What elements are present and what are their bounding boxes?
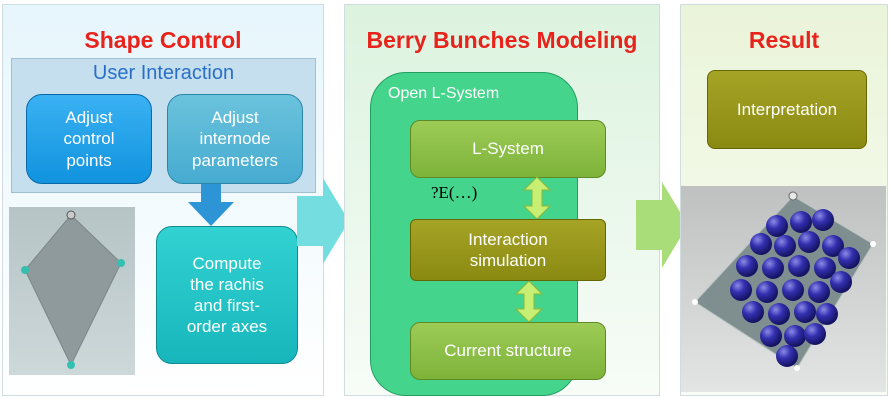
control-shape-image — [9, 207, 135, 375]
adjust-control-points-box: Adjust control points — [26, 94, 152, 184]
interpretation-box: Interpretation — [707, 70, 867, 149]
adjust-cp-line-2: control — [63, 129, 115, 149]
compute-line-3: and first- — [193, 296, 261, 315]
control-point-icon — [788, 191, 798, 201]
down-arrow-icon — [188, 184, 234, 226]
double-arrow-icon — [515, 281, 543, 322]
lsystem-box: L-System — [410, 120, 606, 178]
current-structure-box: Current structure — [410, 322, 606, 380]
berries — [730, 209, 860, 367]
interaction-simulation-box: Interaction simulation — [410, 219, 606, 281]
compute-rachis-box: Compute the rachis and first- order axes — [156, 226, 298, 364]
compute-line-4: order axes — [186, 317, 268, 337]
berry-bunch-render — [681, 186, 886, 392]
result-title: Result — [748, 27, 820, 53]
formula-text: ?E(…) — [431, 183, 478, 202]
control-point-icon — [21, 266, 29, 274]
lsystem-label: L-System — [472, 139, 544, 159]
control-point-icon — [117, 259, 125, 267]
interpretation-label: Interpretation — [736, 99, 838, 119]
modeling-title: Berry Bunches Modeling — [366, 27, 638, 53]
control-point-icon — [66, 210, 76, 220]
shape-control-title: Shape Control — [84, 27, 242, 53]
adjust-in-line-3: parameters — [192, 150, 278, 170]
adjust-cp-line-1: Adjust — [65, 108, 113, 128]
control-point-icon — [794, 365, 800, 371]
adjust-internode-parameters-box: Adjust internode parameters — [167, 94, 303, 184]
adjust-cp-line-3: points — [66, 150, 112, 170]
compute-line-1: Compute — [192, 253, 262, 273]
control-point-icon — [692, 299, 698, 305]
compute-line-2: the rachis — [190, 274, 264, 294]
interaction-line-2: simulation — [469, 251, 547, 270]
berry-bunch-graphic — [692, 191, 876, 371]
open-lsystem-label: Open L-System — [388, 85, 500, 102]
right-arrow-icon — [636, 182, 688, 268]
adjust-in-line-2: internode — [199, 129, 271, 149]
right-arrow-icon — [297, 178, 349, 264]
control-point-icon — [67, 361, 75, 369]
interaction-line-1: Interaction — [468, 229, 548, 249]
control-point-icon — [870, 241, 876, 247]
double-arrow-icon — [523, 177, 551, 219]
current-structure-label: Current structure — [444, 341, 572, 361]
control-polygon-graphic — [21, 210, 125, 369]
user-interaction-label: User Interaction — [92, 62, 235, 84]
adjust-in-line-1: Adjust — [211, 108, 259, 128]
